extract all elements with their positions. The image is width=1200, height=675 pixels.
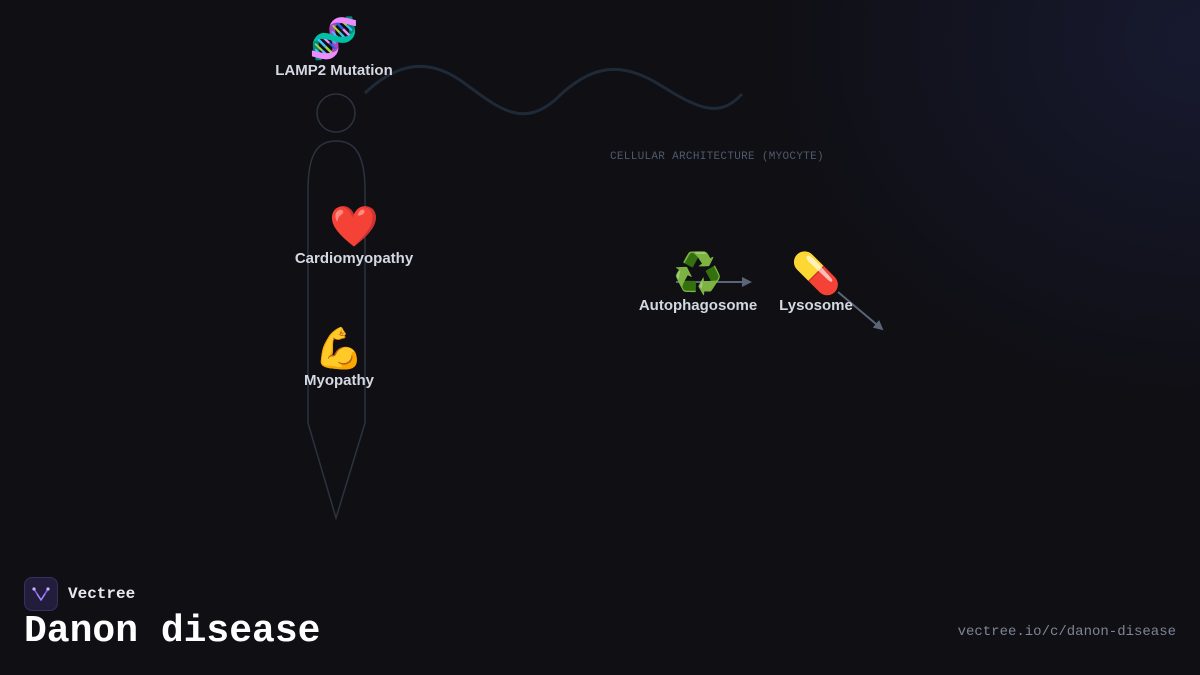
dna-wave-line: [363, 64, 744, 116]
pill-icon: 💊: [791, 251, 841, 297]
flexed-biceps-icon: 💪: [314, 326, 364, 372]
page-title: Danon disease: [24, 610, 321, 653]
node-myopathy[interactable]: 💪 Myopathy: [292, 326, 386, 389]
node-label: Autophagosome: [638, 297, 758, 314]
node-label: LAMP2 Mutation: [275, 62, 393, 79]
node-lysosome[interactable]: 💊 Lysosome: [776, 251, 856, 314]
brand[interactable]: Vectree: [24, 577, 135, 611]
lysosome-outflow-arrow: [837, 291, 884, 331]
figure-head: [316, 93, 356, 133]
recycle-icon: ♻️: [673, 251, 723, 297]
dna-icon: 🧬: [309, 16, 359, 62]
node-cardiomyopathy[interactable]: ❤️ Cardiomyopathy: [292, 204, 416, 267]
node-lamp2-mutation[interactable]: 🧬 LAMP2 Mutation: [274, 16, 394, 79]
brand-name: Vectree: [68, 585, 136, 603]
node-label: Cardiomyopathy: [294, 250, 414, 267]
vectree-logo-icon: [24, 577, 58, 611]
node-label: Lysosome: [779, 297, 853, 314]
section-label: CELLULAR ARCHITECTURE (MYOCYTE): [610, 151, 824, 163]
figure-body-outline: [307, 140, 366, 521]
node-autophagosome[interactable]: ♻️ Autophagosome: [636, 251, 760, 314]
heart-icon: ❤️: [329, 204, 379, 250]
source-url[interactable]: vectree.io/c/danon-disease: [957, 624, 1176, 640]
node-label: Myopathy: [303, 372, 374, 389]
